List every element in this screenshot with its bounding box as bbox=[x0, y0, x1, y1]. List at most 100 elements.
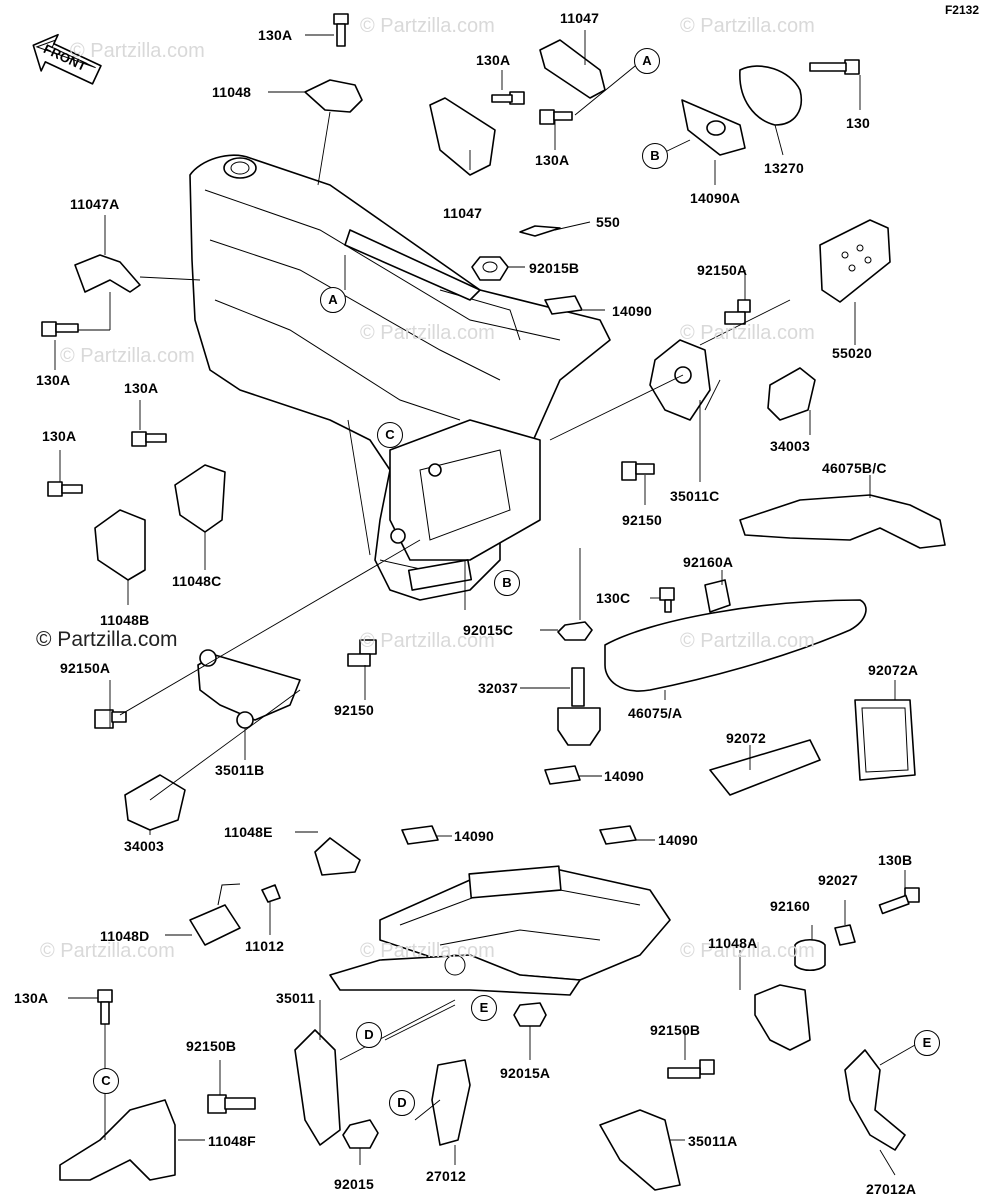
reference-marker-e: E bbox=[914, 1030, 940, 1056]
strap-92072A bbox=[854, 699, 916, 781]
part-label: 32037 bbox=[478, 680, 518, 696]
brand-watermark: © Partzilla.com bbox=[36, 628, 178, 651]
bolt-130C bbox=[659, 587, 675, 613]
rail-46075A bbox=[604, 599, 867, 692]
bracket-11047-bottom bbox=[429, 97, 496, 176]
part-label: 14090 bbox=[612, 303, 652, 319]
strap-92072 bbox=[709, 739, 821, 796]
watermark: © Partzilla.com bbox=[360, 630, 495, 652]
part-label: 46075B/C bbox=[822, 460, 887, 476]
part-label: 34003 bbox=[124, 838, 164, 854]
part-label: 11047A bbox=[70, 196, 120, 212]
part-label: 14090A bbox=[690, 190, 741, 206]
watermark: © Partzilla.com bbox=[40, 940, 175, 962]
watermark: © Partzilla.com bbox=[680, 940, 815, 962]
bracket-11048 bbox=[304, 79, 363, 113]
part-label: 55020 bbox=[832, 345, 872, 361]
bracket-11048F bbox=[59, 1099, 176, 1181]
part-label: 11048B bbox=[100, 612, 150, 628]
guard-27012A bbox=[844, 1049, 906, 1151]
part-label: 92150 bbox=[334, 702, 374, 718]
reference-marker-d: D bbox=[356, 1022, 382, 1048]
part-label: 14090 bbox=[604, 768, 644, 784]
part-label: 11047 bbox=[443, 205, 483, 221]
reference-marker-a: A bbox=[320, 287, 346, 313]
bolt-130A-bottom bbox=[97, 989, 113, 1025]
footpeg-34003-right bbox=[767, 367, 816, 421]
rail-46075BC bbox=[739, 494, 946, 549]
nut-92015B bbox=[471, 256, 509, 281]
part-label: 92150A bbox=[60, 660, 111, 676]
bolt-92150A-left bbox=[94, 709, 127, 729]
bolt-130A-left bbox=[41, 321, 79, 337]
bracket-35011 bbox=[294, 1029, 341, 1146]
part-label: 130A bbox=[476, 52, 511, 68]
watermark: © Partzilla.com bbox=[360, 322, 495, 344]
gasket-13270 bbox=[739, 65, 802, 126]
bracket-11048B bbox=[94, 509, 146, 581]
part-label: 130A bbox=[258, 27, 293, 43]
part-label: 130A bbox=[535, 152, 570, 168]
bolt-130A-top bbox=[333, 13, 349, 47]
bracket-11048A bbox=[754, 984, 811, 1051]
nut-92015C bbox=[557, 621, 593, 641]
bracket-35011A bbox=[599, 1109, 681, 1191]
part-label: 130A bbox=[42, 428, 77, 444]
watermark: © Partzilla.com bbox=[680, 322, 815, 344]
pad-14090-mid bbox=[599, 825, 637, 845]
nut-92015 bbox=[342, 1119, 379, 1149]
bracket-11047-top bbox=[539, 39, 606, 99]
reference-marker-d: D bbox=[389, 1090, 415, 1116]
bolt-32037 bbox=[557, 667, 601, 746]
watermark: © Partzilla.com bbox=[360, 15, 495, 37]
part-label: 11048C bbox=[172, 573, 222, 589]
part-label: 92072 bbox=[726, 730, 766, 746]
part-label: 46075/A bbox=[628, 705, 683, 721]
grommet-92160A bbox=[704, 579, 731, 613]
part-label: 130 bbox=[846, 115, 870, 131]
watermark: © Partzilla.com bbox=[70, 40, 205, 62]
part-label: 11048E bbox=[224, 824, 273, 840]
part-label: 11012 bbox=[245, 938, 285, 954]
part-label: 13270 bbox=[764, 160, 804, 176]
part-label: 11047 bbox=[560, 10, 600, 26]
part-label: 14090 bbox=[454, 828, 494, 844]
part-label: 92160 bbox=[770, 898, 810, 914]
part-label: 34003 bbox=[770, 438, 810, 454]
front-arrow-icon bbox=[32, 33, 102, 85]
pad-14090-right bbox=[544, 765, 581, 785]
part-label: 130A bbox=[124, 380, 159, 396]
part-label: 92015 bbox=[334, 1176, 374, 1192]
part-label: 11048A bbox=[708, 935, 758, 951]
part-label: 92150 bbox=[622, 512, 662, 528]
reference-marker-c: C bbox=[377, 422, 403, 448]
bracket-11048C bbox=[174, 464, 226, 533]
bracket-11048D bbox=[189, 904, 241, 946]
diagram-code: F2132 bbox=[944, 3, 979, 17]
part-label: 35011A bbox=[688, 1133, 738, 1149]
watermark: © Partzilla.com bbox=[680, 630, 815, 652]
part-label: 130A bbox=[14, 990, 49, 1006]
pad-14090-top bbox=[544, 295, 583, 315]
reference-marker-b: B bbox=[494, 570, 520, 596]
cap-11012 bbox=[261, 884, 281, 903]
reference-marker-c: C bbox=[93, 1068, 119, 1094]
watermark: © Partzilla.com bbox=[60, 345, 195, 367]
reference-marker-b: B bbox=[642, 143, 668, 169]
bolt-130B bbox=[878, 887, 920, 915]
part-label: 92015A bbox=[500, 1065, 551, 1081]
part-label: 11048 bbox=[212, 84, 252, 100]
bolt-92150B-right bbox=[667, 1059, 715, 1079]
bracket-11048E bbox=[314, 837, 361, 876]
part-label: 92150B bbox=[186, 1038, 237, 1054]
pad-14090-left bbox=[401, 825, 439, 845]
watermark: © Partzilla.com bbox=[360, 940, 495, 962]
footpeg-34003-left bbox=[124, 774, 186, 831]
reference-marker-a: A bbox=[634, 48, 660, 74]
bolt-92150B-left bbox=[207, 1094, 256, 1114]
part-label: 550 bbox=[596, 214, 620, 230]
bolt-92150-right bbox=[621, 461, 655, 481]
part-label: 92015B bbox=[529, 260, 580, 276]
part-label: 92150A bbox=[697, 262, 748, 278]
pin-550 bbox=[519, 225, 561, 237]
